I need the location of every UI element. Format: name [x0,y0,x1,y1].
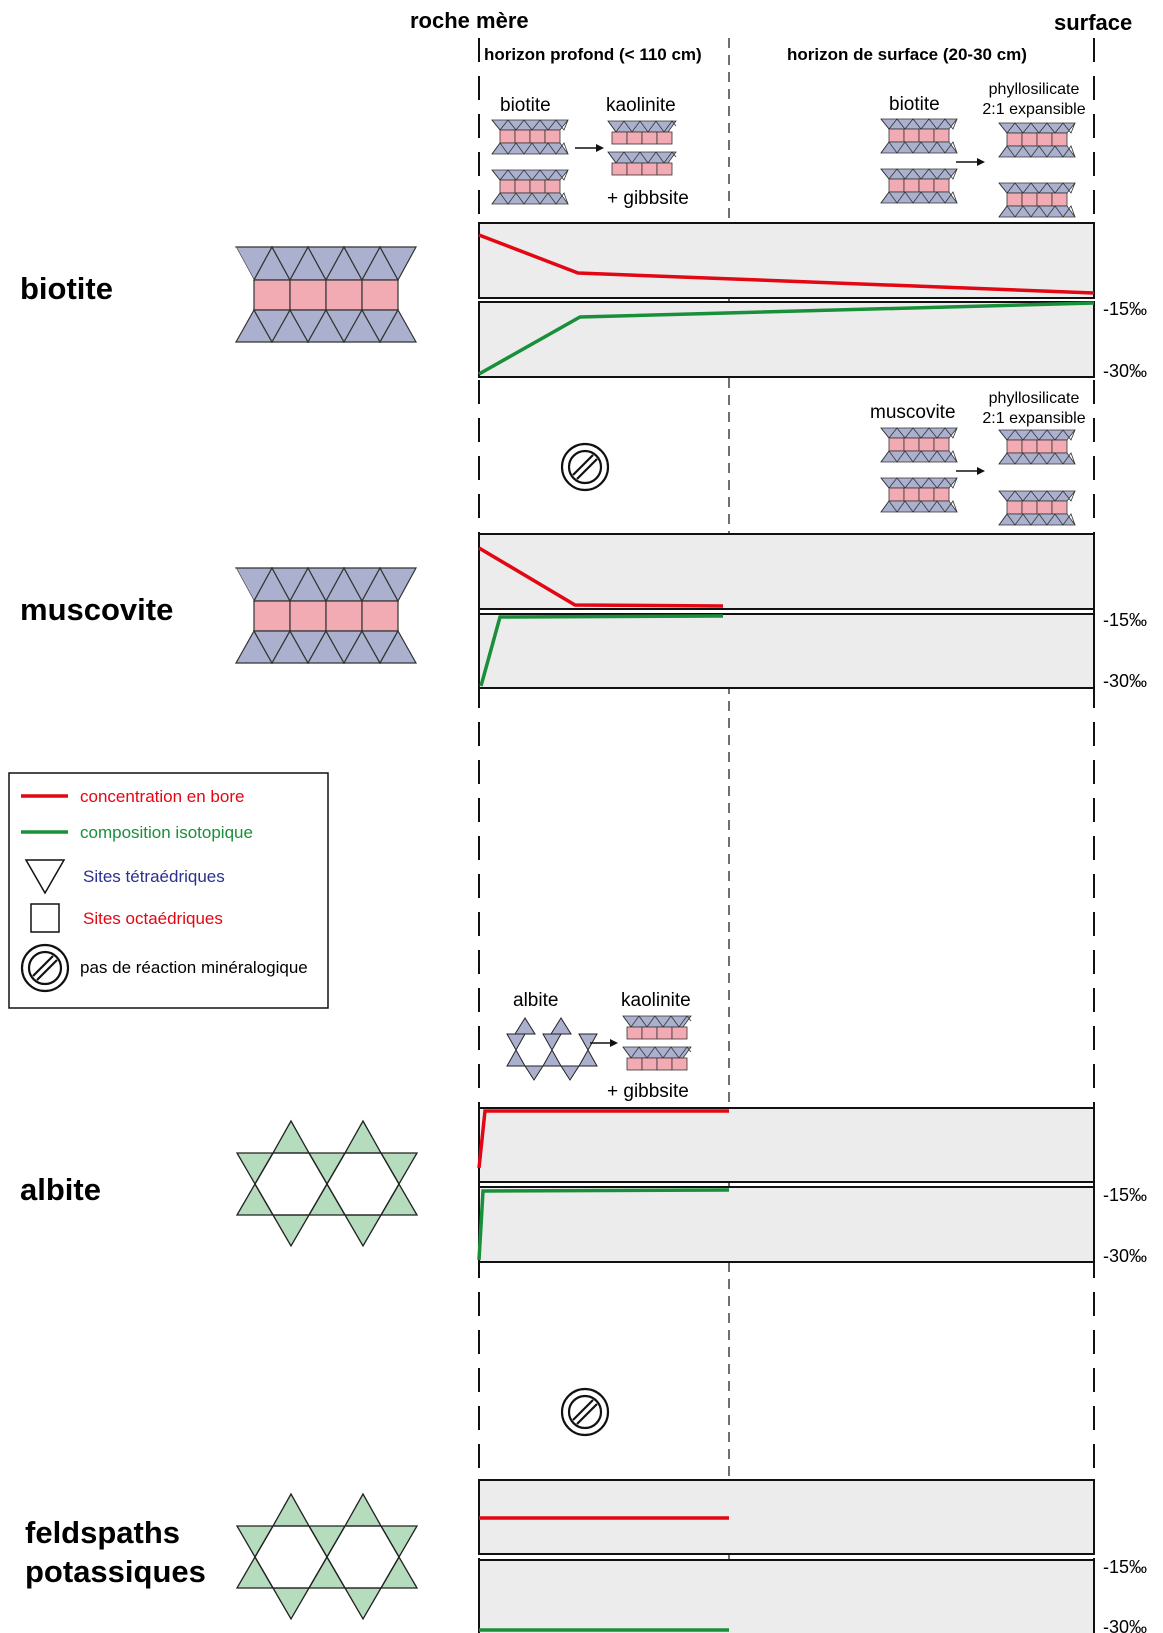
isotope-panel [478,301,1095,378]
sheet-icon [491,119,569,155]
biotite-section: biotite biotite kaolinite + gibbsite bio… [20,81,1147,381]
sheet-icon [880,477,958,513]
product-label: kaolinite [621,990,691,1011]
sheet-icon [880,168,958,204]
legend: concentration en bore composition isotop… [8,772,329,1009]
boron-panel [478,222,1095,299]
isotope-tick-label: -15‰ [1103,1185,1147,1205]
sheet-icon [998,490,1076,526]
isotope-panel [478,1559,1095,1633]
isotope-panel [478,1186,1095,1263]
mineral-name-line1: feldspaths [25,1515,180,1550]
reactant-label: albite [513,990,558,1011]
product-label-line2: 2:1 expansible [982,101,1085,118]
isotope-composition-line [479,614,724,687]
legend-no-reaction-label: pas de réaction minéralogique [80,958,308,977]
legend-isotope-label: composition isotopique [80,823,253,842]
extra-label: + gibbsite [607,188,689,209]
arrow-icon [977,467,985,475]
reactant-label: biotite [500,95,551,116]
isotope-tick-label: -30‰ [1103,361,1147,381]
boron-concentration-line [478,233,1095,295]
kaolinite-sheet-icon [622,1046,692,1071]
mineral-name: albite [20,1172,101,1207]
muscovite-structure-icon [235,567,417,664]
kaolinite-sheet-icon [607,120,677,145]
arrow-icon [610,1039,618,1047]
sheet-icon [880,118,958,154]
kaolinite-sheet-icon [622,1015,692,1040]
sheet-icon [491,169,569,205]
mineral-name-line2: potassiques [25,1554,206,1589]
isotope-tick-label: -30‰ [1103,1246,1147,1266]
reactant-label: biotite [889,94,940,115]
product-label-line2: 2:1 expansible [982,410,1085,427]
sheet-icon [998,122,1076,158]
reactant-label: muscovite [870,402,956,423]
muscovite-section: muscovite muscovite phyllosilicate 2:1 e… [20,390,1147,691]
legend-boron-label: concentration en bore [80,787,244,806]
boron-concentration-line [478,546,724,608]
surface-horizon-label: horizon de surface (20-30 cm) [787,45,1027,64]
isotope-panel [478,613,1095,689]
extra-label: + gibbsite [607,1081,689,1102]
isotope-composition-line [478,301,1095,376]
biotite-structure-icon [235,246,417,343]
isotope-tick-label: -30‰ [1103,1617,1147,1633]
albite-small-icon [506,1017,598,1081]
tetrahedral-site-icon [24,859,66,895]
parent-rock-label: roche mère [410,8,529,33]
octahedral-site-icon [30,903,60,933]
product-label-line1: phyllosilicate [989,390,1080,407]
legend-box [8,772,329,1009]
no-reaction-icon [560,442,610,492]
product-label: kaolinite [606,95,676,116]
boron-panel [478,1107,1095,1183]
isotope-tick-label: -15‰ [1103,299,1147,319]
isotope-tick-label: -15‰ [1103,1557,1147,1577]
surface-label: surface [1054,10,1132,35]
albite-section: albite albite kaolinite + gibbsite -15‰ … [20,990,1147,1266]
arrow-icon [596,144,604,152]
boron-concentration-line [477,1109,729,1169]
boron-panel [478,533,1095,610]
sheet-icon [998,182,1076,218]
mineral-name: muscovite [20,592,173,627]
vertical-guides [478,38,1095,1633]
isotope-tick-label: -30‰ [1103,671,1147,691]
deep-horizon-label: horizon profond (< 110 cm) [484,45,702,64]
product-label-line1: phyllosilicate [989,81,1080,98]
sheet-icon [998,429,1076,465]
no-reaction-icon [560,1387,610,1437]
legend-tetra-label: Sites tétraédriques [83,867,225,886]
isotope-composition-line [477,1188,730,1261]
mineral-name: biotite [20,271,113,306]
arrow-icon [977,158,985,166]
legend-octa-label: Sites octaédriques [83,909,223,928]
albite-structure-icon [236,1120,418,1247]
k-feldspar-structure-icon [236,1493,418,1620]
isotope-tick-label: -15‰ [1103,610,1147,630]
sheet-icon [880,427,958,463]
k-feldspar-section: feldspaths potassiques -15‰ -30‰ [25,1387,1147,1633]
kaolinite-sheet-icon [607,151,677,176]
